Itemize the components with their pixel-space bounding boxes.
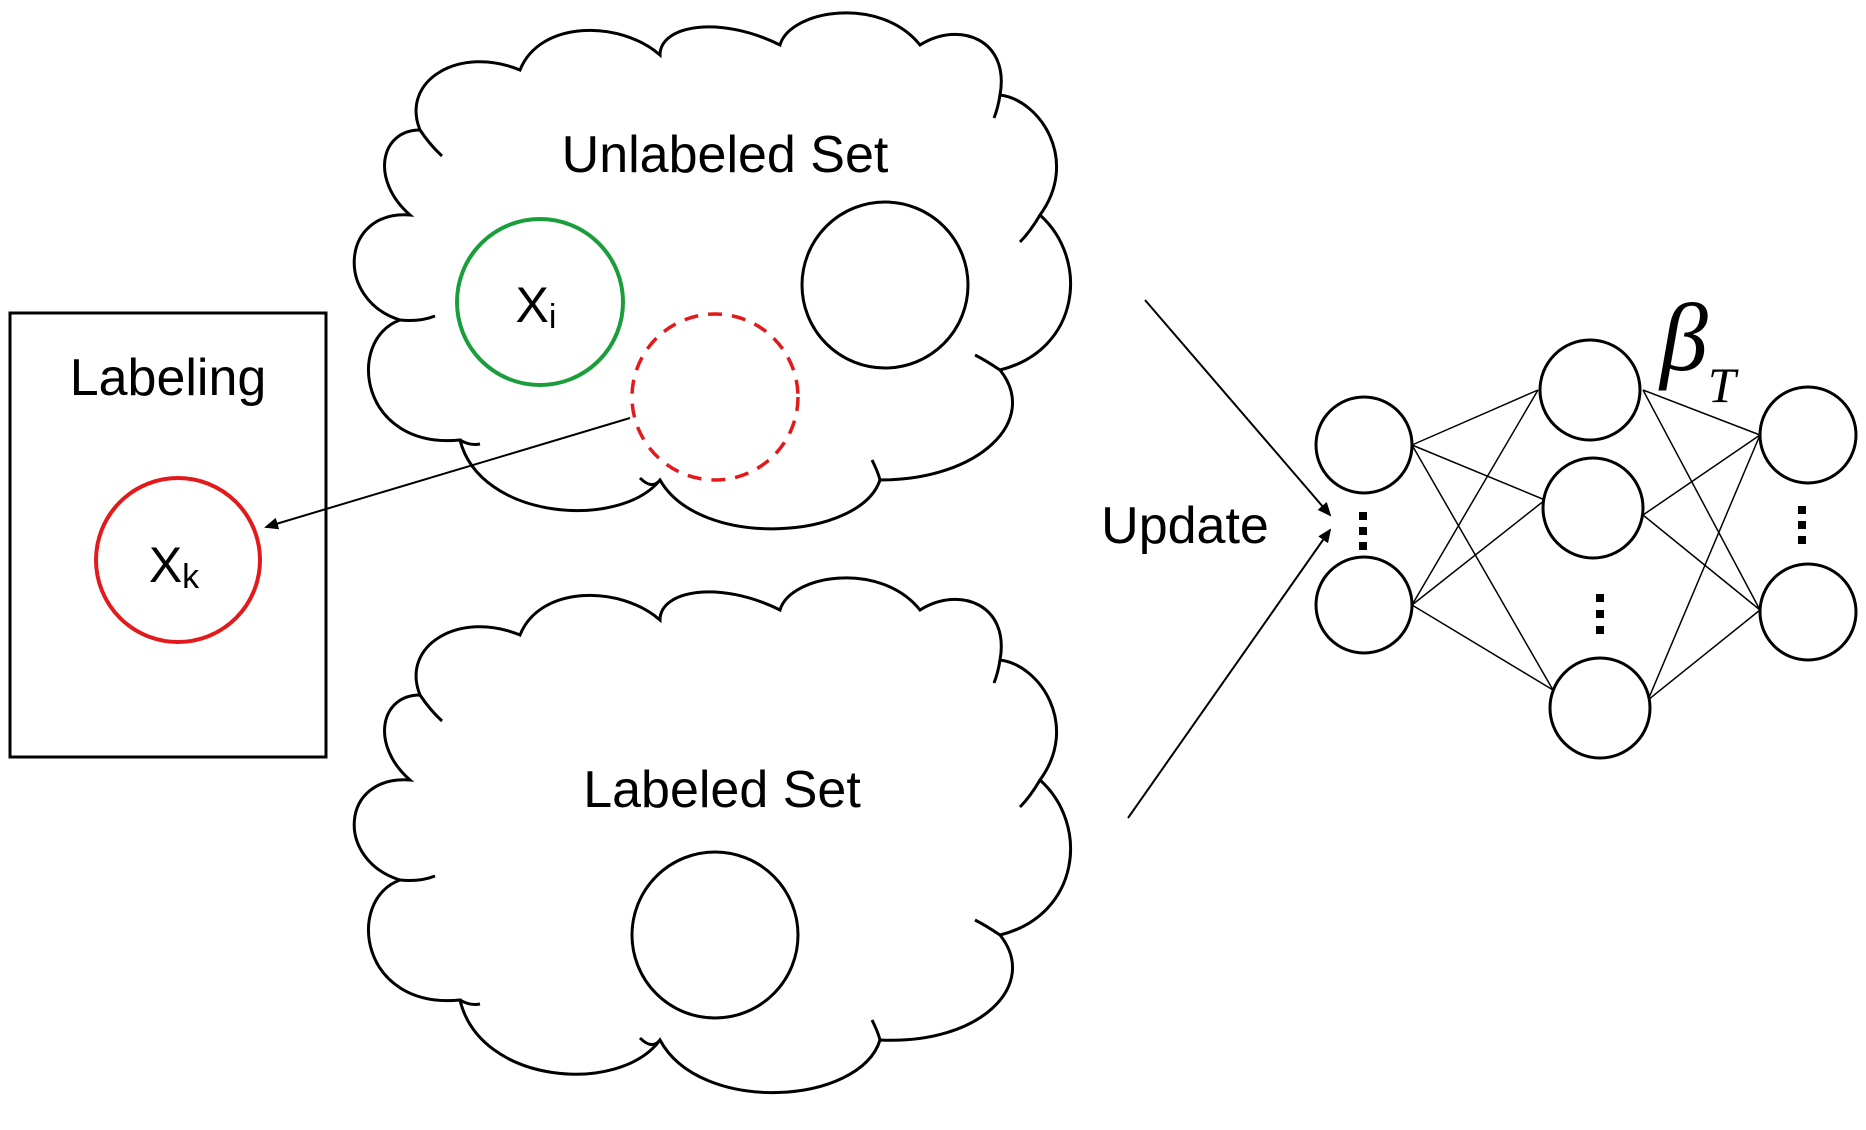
xk-subscript: k <box>182 558 200 596</box>
unlabeled-sample-xi: Xi <box>455 217 625 387</box>
labeled-sample-circle <box>630 850 800 1020</box>
input-node-1 <box>1314 395 1414 495</box>
xi-base: X <box>516 277 549 333</box>
beta-subscript: T <box>1708 357 1739 413</box>
update-arrow-from-labeled <box>1127 528 1332 819</box>
svg-text:Xi: Xi <box>516 277 557 336</box>
connections-input-hidden <box>1411 389 1554 691</box>
xi-subscript: i <box>549 298 557 336</box>
query-arrow <box>264 417 631 530</box>
hidden-node-1 <box>1538 338 1642 442</box>
output-node-2 <box>1758 562 1858 662</box>
xk-base: X <box>149 537 182 593</box>
svg-text:Xk: Xk <box>149 537 200 596</box>
update-label: Update <box>1101 497 1269 555</box>
labeled-set-label: Labeled Set <box>583 761 861 819</box>
beta-symbol: β <box>1658 284 1708 391</box>
hidden-ellipsis <box>1596 594 1604 634</box>
connections-hidden-output <box>1642 389 1761 701</box>
hidden-node-3 <box>1548 656 1652 760</box>
labeled-sample-xk <box>94 476 262 644</box>
update-arrow-from-unlabeled <box>1144 299 1332 517</box>
input-ellipsis <box>1359 512 1367 550</box>
queried-sample-placeholder <box>630 312 800 482</box>
hidden-node-2 <box>1541 456 1645 560</box>
output-ellipsis <box>1798 506 1806 544</box>
svg-text:βT: βT <box>1658 284 1739 413</box>
labeling-box: Labeling Xk <box>8 311 328 759</box>
labeling-label: Labeling <box>70 349 267 407</box>
neural-network: βT <box>1314 284 1858 760</box>
unlabeled-set-label: Unlabeled Set <box>562 126 889 184</box>
unlabeled-sample-circle <box>800 200 970 370</box>
output-node-1 <box>1758 385 1858 485</box>
unlabeled-set-cloud: Unlabeled Set <box>352 11 1072 531</box>
input-node-2 <box>1314 555 1414 655</box>
labeled-set-cloud: Labeled Set <box>352 576 1072 1094</box>
